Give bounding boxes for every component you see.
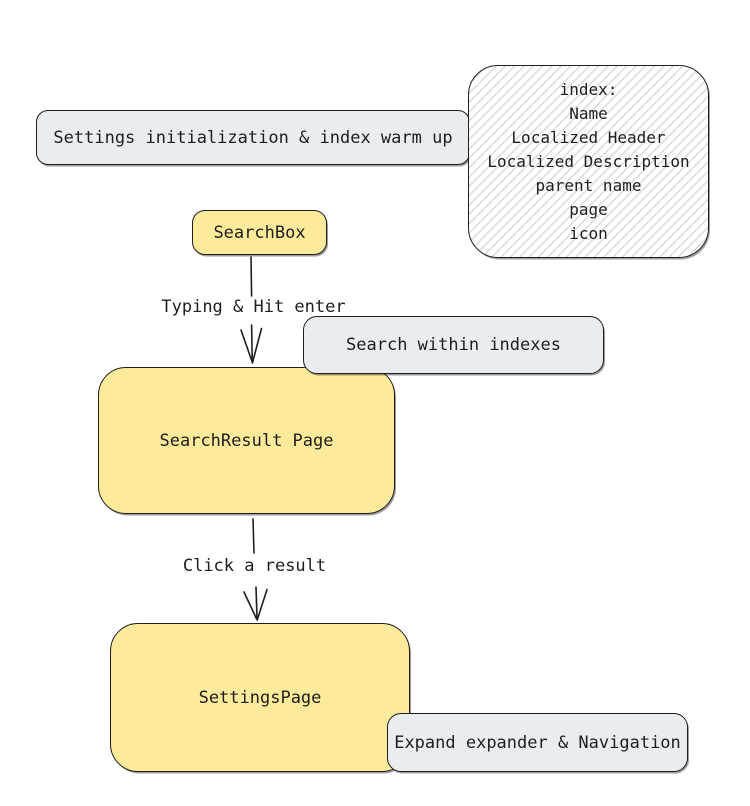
index-note-line: icon [569,223,608,243]
node-index-fields-note: index: Name Localized Header Localized D… [468,65,709,258]
node-searchbox-label: SearchBox [213,222,306,243]
index-note-line: index: [559,79,618,99]
index-note-line: parent name [535,175,642,195]
node-settings-initialization: Settings initialization & index warm up [36,110,470,165]
node-search-result-page-label: SearchResult Page [159,430,334,451]
index-fields-list: index: Name Localized Header Localized D… [487,78,689,246]
node-searchbox: SearchBox [192,210,327,255]
edge-label-click-a-result: Click a result [182,556,327,576]
index-note-line: Localized Description [487,151,690,171]
index-note-line: Name [569,103,608,123]
node-search-within-indexes: Search within indexes [303,316,604,374]
node-search-within-indexes-label: Search within indexes [346,335,561,355]
index-note-line: Localized Header [511,127,666,147]
node-search-result-page: SearchResult Page [98,367,395,514]
index-note-line: page [569,199,608,219]
edge-label-typing-hit-enter: Typing & Hit enter [161,297,346,317]
node-settings-page: SettingsPage [110,623,410,772]
node-settings-initialization-label: Settings initialization & index warm up [53,127,453,148]
node-expand-expander-navigation-label: Expand expander & Navigation [394,732,681,753]
node-expand-expander-navigation: Expand expander & Navigation [387,713,688,772]
node-settings-page-label: SettingsPage [198,687,322,708]
